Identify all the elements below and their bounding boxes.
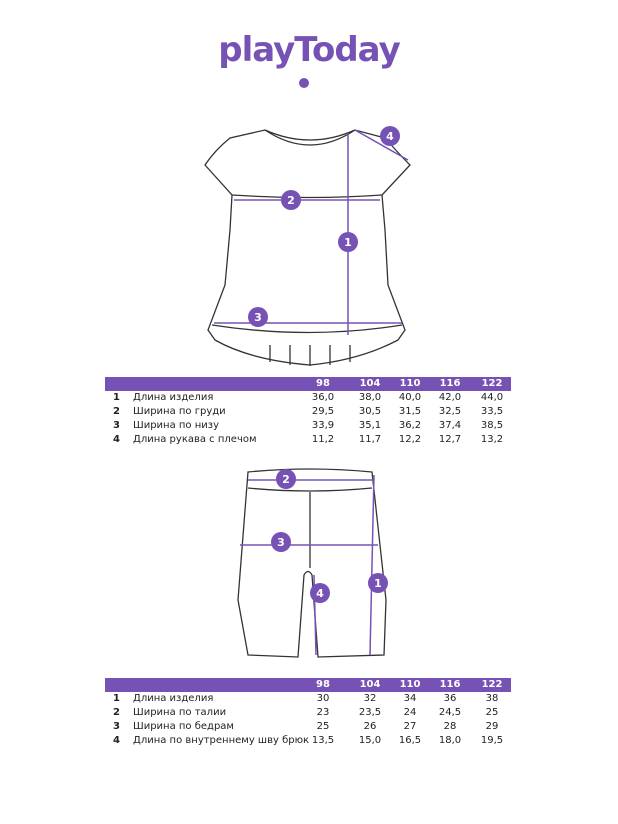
size-header: 116 xyxy=(439,378,461,389)
cell-value: 32,5 xyxy=(438,406,462,417)
cell-value: 36 xyxy=(443,693,457,704)
cell-value: 38,0 xyxy=(358,392,382,403)
table-row: 2 Ширина по груди 29,5 30,5 31,5 32,5 33,5 xyxy=(105,405,511,419)
row-label: Ширина по низу xyxy=(133,420,219,431)
cell-value: 12,2 xyxy=(398,434,422,445)
cell-value: 28 xyxy=(443,721,457,732)
tshirt-measure-lines xyxy=(214,129,409,335)
marker-1: 1 xyxy=(344,236,352,249)
cell-value: 12,7 xyxy=(438,434,462,445)
tshirt-drawing xyxy=(204,129,411,366)
size-header: 110 xyxy=(399,679,421,690)
row-label: Длина по внутреннему шву брюк xyxy=(133,735,310,746)
size-header: 122 xyxy=(481,378,503,389)
row-label: Ширина по талии xyxy=(133,707,227,718)
cell-value: 25 xyxy=(485,707,499,718)
cell-value: 24 xyxy=(403,707,417,718)
measure-markers xyxy=(248,126,400,603)
cell-value: 23 xyxy=(316,707,330,718)
shorts-measure-lines xyxy=(240,474,378,656)
size-header: 98 xyxy=(316,378,330,389)
table-row: 1 Длина изделия 30 32 34 36 38 xyxy=(105,692,511,706)
cell-value: 44,0 xyxy=(480,392,504,403)
cell-value: 18,0 xyxy=(438,735,462,746)
row-number: 3 xyxy=(113,721,120,732)
cell-value: 36,2 xyxy=(398,420,422,431)
table-row: 4 Длина рукава с плечом 11,2 11,7 12,2 12,7 13… xyxy=(105,433,511,447)
marker-4: 4 xyxy=(316,587,324,600)
row-label: Длина изделия xyxy=(133,693,214,704)
cell-value: 33,9 xyxy=(311,420,335,431)
row-number: 4 xyxy=(113,735,120,746)
cell-value: 30 xyxy=(316,693,330,704)
cell-value: 23,5 xyxy=(358,707,382,718)
row-number: 3 xyxy=(113,420,120,431)
row-label: Длина рукава с плечом xyxy=(133,434,257,445)
cell-value: 40,0 xyxy=(398,392,422,403)
marker-4: 4 xyxy=(386,130,394,143)
cell-value: 15,0 xyxy=(358,735,382,746)
brand-logo: playToday xyxy=(218,30,401,70)
cell-value: 42,0 xyxy=(438,392,462,403)
cell-value: 38,5 xyxy=(480,420,504,431)
table-row: 3 Ширина по бедрам 25 26 27 28 29 xyxy=(105,720,511,734)
cell-value: 16,5 xyxy=(398,735,422,746)
cell-value: 27 xyxy=(403,721,417,732)
marker-1: 1 xyxy=(374,577,382,590)
cell-value: 36,0 xyxy=(311,392,335,403)
table-header: 98 104 110 116 122 xyxy=(105,678,511,692)
row-label: Длина изделия xyxy=(133,392,214,403)
cell-value: 13,5 xyxy=(311,735,335,746)
cell-value: 34 xyxy=(403,693,417,704)
size-header: 104 xyxy=(359,378,381,389)
logo-dot xyxy=(299,78,309,88)
row-label: Ширина по груди xyxy=(133,406,226,417)
table-header: 98 104 110 116 122 xyxy=(105,377,511,391)
cell-value: 29,5 xyxy=(311,406,335,417)
cell-value: 25 xyxy=(316,721,330,732)
row-number: 1 xyxy=(113,693,120,704)
marker-3: 3 xyxy=(254,311,262,324)
cell-value: 37,4 xyxy=(438,420,462,431)
cell-value: 11,7 xyxy=(358,434,382,445)
cell-value: 33,5 xyxy=(480,406,504,417)
cell-value: 35,1 xyxy=(358,420,382,431)
table-row: 1 Длина изделия 36,0 38,0 40,0 42,0 44,0 xyxy=(105,391,511,405)
table-row: 3 Ширина по низу 33,9 35,1 36,2 37,4 38,5 xyxy=(105,419,511,433)
cell-value: 29 xyxy=(485,721,499,732)
cell-value: 11,2 xyxy=(311,434,335,445)
cell-value: 30,5 xyxy=(358,406,382,417)
row-number: 4 xyxy=(113,434,120,445)
cell-value: 38 xyxy=(485,693,499,704)
tshirt-size-table: 98 104 110 116 122 1 Длина изделия 36,0 38,0 40,0… xyxy=(105,377,511,447)
size-header: 98 xyxy=(316,679,330,690)
size-header: 122 xyxy=(481,679,503,690)
marker-2: 2 xyxy=(287,194,295,207)
marker-2: 2 xyxy=(282,473,290,486)
row-number: 2 xyxy=(113,406,120,417)
row-number: 1 xyxy=(113,392,120,403)
cell-value: 31,5 xyxy=(398,406,422,417)
size-header: 104 xyxy=(359,679,381,690)
size-header: 116 xyxy=(439,679,461,690)
table-row: 2 Ширина по талии 23 23,5 24 24,5 25 xyxy=(105,706,511,720)
cell-value: 32 xyxy=(363,693,377,704)
marker-3: 3 xyxy=(277,536,285,549)
row-number: 2 xyxy=(113,707,120,718)
cell-value: 19,5 xyxy=(480,735,504,746)
row-label: Ширина по бедрам xyxy=(133,721,234,732)
cell-value: 24,5 xyxy=(438,707,462,718)
size-header: 110 xyxy=(399,378,421,389)
cell-value: 13,2 xyxy=(480,434,504,445)
shorts-drawing xyxy=(237,468,387,658)
cell-value: 26 xyxy=(363,721,377,732)
